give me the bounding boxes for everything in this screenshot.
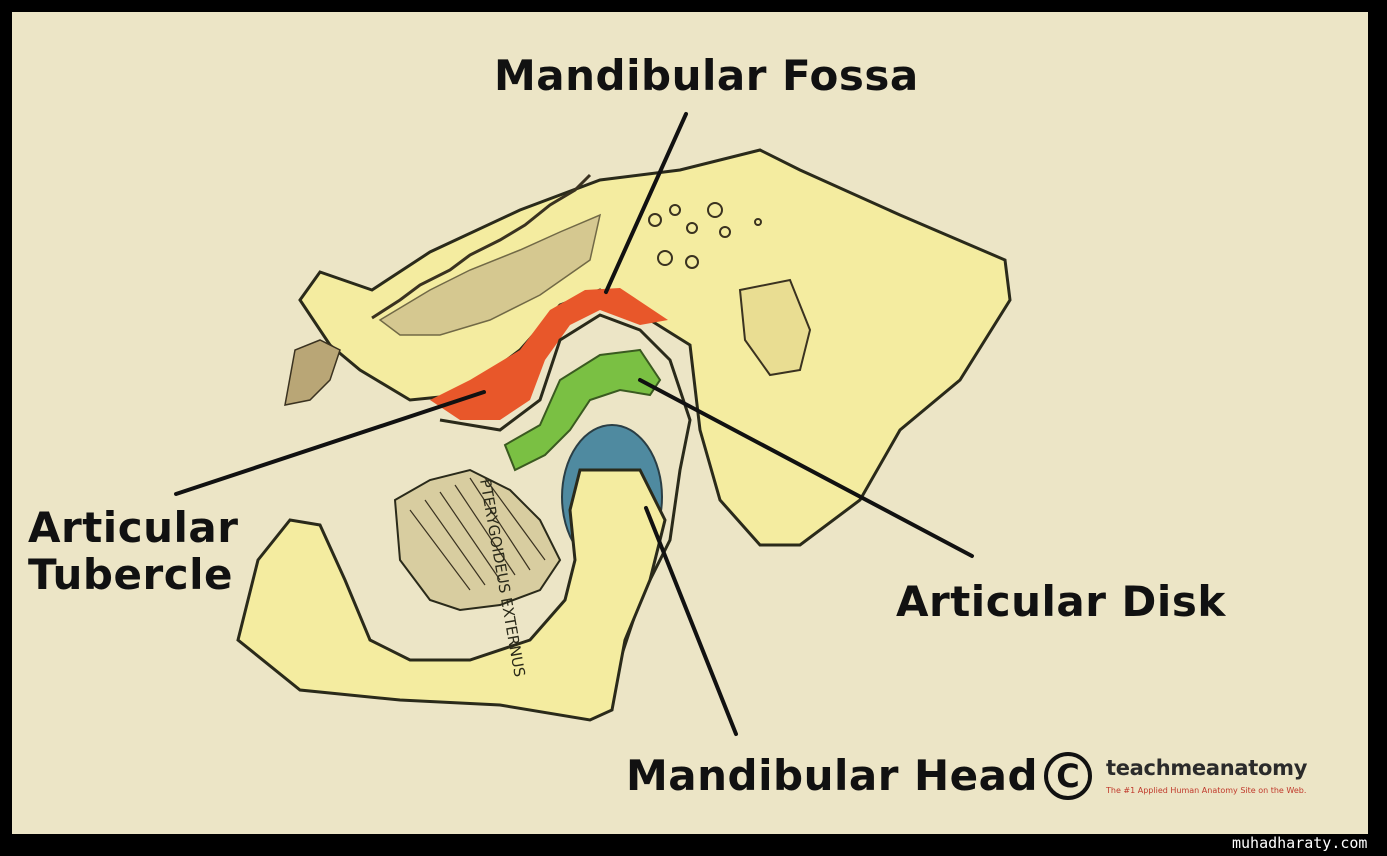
mastoid-region [738, 278, 812, 377]
leader-tubercle [174, 390, 486, 496]
bone-pores [648, 202, 762, 269]
copyright-icon: C [1044, 752, 1092, 800]
pterygoid-fibers [409, 477, 546, 591]
label-mandibular-head: Mandibular Head [626, 751, 1039, 800]
leader-disk [638, 378, 974, 558]
label-articular-tubercle: Articular Tubercle [28, 504, 238, 598]
hatch-region-left [284, 339, 341, 406]
watermark: muhadharaty.com [1232, 834, 1368, 852]
mandibular-fossa-highlight [430, 288, 668, 420]
leader-head [644, 506, 738, 736]
articular-disk [503, 348, 662, 472]
brand-tagline: The #1 Applied Human Anatomy Site on the… [1106, 786, 1307, 795]
pterygoid-muscle [393, 468, 562, 612]
label-articular-tubercle-line1: Articular [28, 503, 239, 552]
label-mandibular-fossa: Mandibular Fossa [494, 51, 919, 100]
leader-fossa [604, 112, 688, 294]
skull-edge [371, 173, 592, 320]
hatch-region-upper [378, 213, 602, 336]
label-articular-tubercle-line2: Tubercle [28, 550, 233, 600]
leader-lines [174, 112, 974, 736]
mandible-ramus [236, 468, 667, 722]
label-articular-disk: Articular Disk [896, 577, 1226, 626]
brand-logo: teachmeanatomy [1106, 756, 1308, 780]
